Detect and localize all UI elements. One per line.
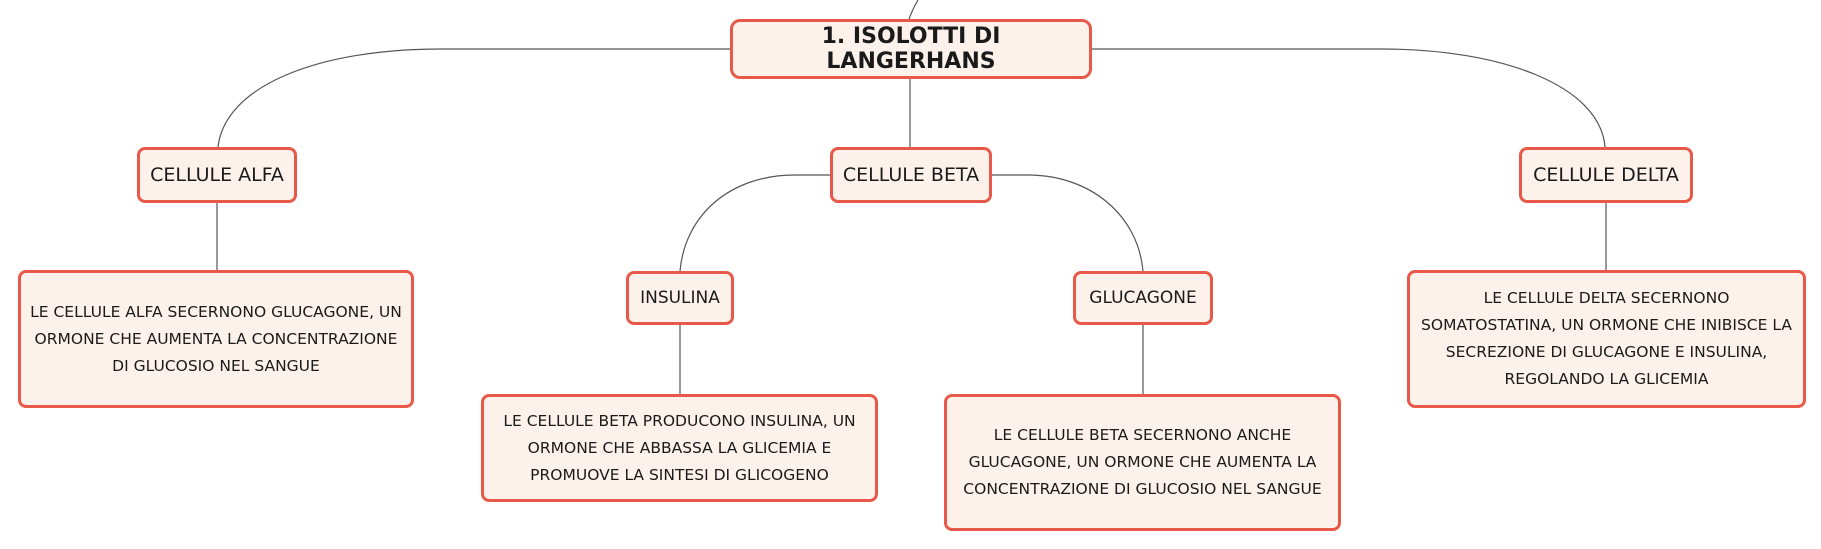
node-cellule-delta-label: CELLULE DELTA: [1533, 164, 1679, 186]
root-node-label: 1. ISOLOTTI DI LANGERHANS: [821, 24, 1001, 74]
node-cellule-delta[interactable]: CELLULE DELTA: [1519, 147, 1693, 203]
node-cellule-beta-label: CELLULE BETA: [842, 164, 980, 186]
node-cellule-beta[interactable]: CELLULE BETA: [830, 147, 992, 203]
connector-beta-to-insulina: [679, 174, 832, 272]
connector-root-to-delta: [1092, 48, 1606, 148]
node-glucagone-description[interactable]: LE CELLULE BETA SECERNONO ANCHE GLUCAGON…: [944, 394, 1341, 531]
node-glucagone[interactable]: GLUCAGONE: [1073, 271, 1213, 325]
node-glucagone-description-text: LE CELLULE BETA SECERNONO ANCHE GLUCAGON…: [963, 426, 1322, 498]
node-insulina-label: INSULINA: [640, 288, 720, 308]
connector-root-to-alpha: [217, 48, 730, 148]
node-cellule-alfa-label: CELLULE ALFA: [150, 164, 284, 186]
node-alfa-description[interactable]: LE CELLULE ALFA SECERNONO GLUCAGONE, UN …: [18, 270, 414, 408]
node-delta-description-text: LE CELLULE DELTA SECERNONO SOMATOSTATINA…: [1421, 289, 1792, 388]
node-insulina[interactable]: INSULINA: [626, 271, 734, 325]
node-insulina-description-text: LE CELLULE BETA PRODUCONO INSULINA, UN O…: [503, 411, 856, 484]
node-delta-description[interactable]: LE CELLULE DELTA SECERNONO SOMATOSTATINA…: [1407, 270, 1806, 408]
node-insulina-description[interactable]: LE CELLULE BETA PRODUCONO INSULINA, UN O…: [481, 394, 878, 502]
node-cellule-alfa[interactable]: CELLULE ALFA: [137, 147, 297, 203]
node-alfa-description-text: LE CELLULE ALFA SECERNONO GLUCAGONE, UN …: [30, 302, 402, 375]
root-node[interactable]: 1. ISOLOTTI DI LANGERHANS: [730, 19, 1092, 79]
node-glucagone-label: GLUCAGONE: [1089, 288, 1197, 308]
connector-beta-to-glucagone: [990, 174, 1144, 272]
